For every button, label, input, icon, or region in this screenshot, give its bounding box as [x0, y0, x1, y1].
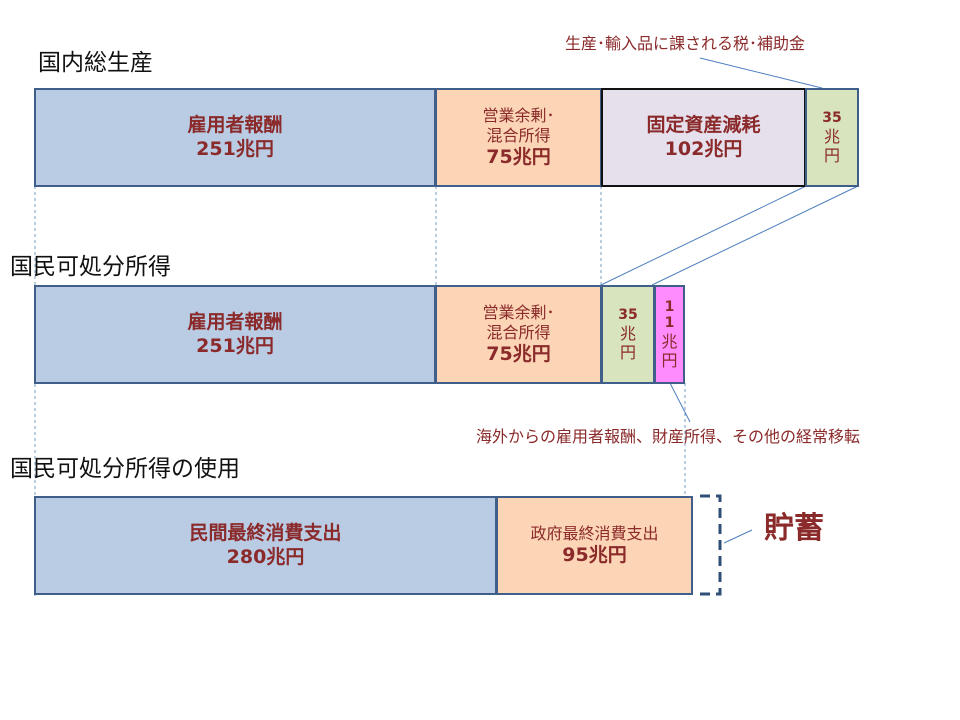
- taxes-map-line-1: [600, 185, 807, 286]
- ndi-transfers-unit-2: 円: [661, 351, 678, 371]
- ndi-compensation-label: 雇用者報酬: [187, 310, 283, 333]
- gdp-taxes-box: 35 兆 円: [805, 88, 859, 187]
- use-government-consumption-label: 政府最終消費支出: [530, 523, 659, 543]
- gdp-surplus-label-1: 営業余剰･: [482, 105, 555, 125]
- gdp-depreciation-value: 102兆円: [664, 137, 743, 160]
- ndi-transfers-digit-1: 1: [664, 298, 675, 315]
- gdp-compensation-value: 251兆円: [196, 137, 274, 160]
- gdp-taxes-unit-1: 兆: [823, 126, 840, 146]
- ndi-taxes-unit-2: 円: [619, 342, 636, 362]
- gdp-compensation-box: 雇用者報酬 251兆円: [34, 88, 436, 187]
- ndi-taxes-unit-1: 兆: [619, 323, 636, 343]
- section-title-ndi: 国民可処分所得: [10, 254, 171, 280]
- transfers-note-leader: [669, 382, 691, 423]
- transfers-note: 海外からの雇用者報酬、財産所得、その他の経常移転: [476, 427, 861, 446]
- ndi-compensation-box: 雇用者報酬 251兆円: [34, 285, 436, 384]
- gdp-depreciation-label: 固定資産減耗: [646, 113, 761, 136]
- saving-leader: [723, 529, 753, 544]
- use-private-consumption-box: 民間最終消費支出 280兆円: [34, 496, 497, 595]
- gdp-surplus-box: 営業余剰･ 混合所得 75兆円: [435, 88, 602, 187]
- ndi-surplus-label-1: 営業余剰･: [482, 302, 555, 322]
- ndi-transfers-digit-2: 1: [664, 315, 675, 332]
- taxes-map-line-2: [651, 185, 859, 286]
- ndi-compensation-value: 251兆円: [196, 334, 274, 357]
- saving-label: 貯蓄: [764, 511, 824, 546]
- gdp-depreciation-box: 固定資産減耗 102兆円: [601, 88, 806, 187]
- gdp-compensation-label: 雇用者報酬: [187, 113, 283, 136]
- use-private-consumption-value: 280兆円: [226, 545, 305, 568]
- gdp-surplus-label-2: 混合所得: [486, 125, 551, 145]
- use-government-consumption-box: 政府最終消費支出 95兆円: [496, 496, 693, 595]
- taxes-note-leader: [699, 57, 823, 89]
- saving-bracket: [700, 494, 722, 596]
- ndi-taxes-box: 35 兆 円: [601, 285, 655, 384]
- use-government-consumption-value: 95兆円: [562, 543, 627, 566]
- gdp-taxes-unit-2: 円: [823, 145, 840, 165]
- gdp-surplus-value: 75兆円: [486, 145, 551, 168]
- use-private-consumption-label: 民間最終消費支出: [189, 521, 342, 544]
- section-title-gdp: 国内総生産: [38, 50, 153, 76]
- ndi-surplus-label-2: 混合所得: [486, 322, 551, 342]
- ndi-transfers-unit-1: 兆: [661, 332, 678, 352]
- ndi-transfers-box: 1 1 兆 円: [654, 285, 685, 384]
- gdp-taxes-value: 35: [822, 109, 842, 126]
- taxes-note: 生産･輸入品に課される税･補助金: [565, 34, 806, 53]
- ndi-taxes-value: 35: [618, 306, 638, 323]
- ndi-surplus-box: 営業余剰･ 混合所得 75兆円: [435, 285, 602, 384]
- ndi-surplus-value: 75兆円: [486, 342, 551, 365]
- section-title-ndi-use: 国民可処分所得の使用: [10, 456, 240, 482]
